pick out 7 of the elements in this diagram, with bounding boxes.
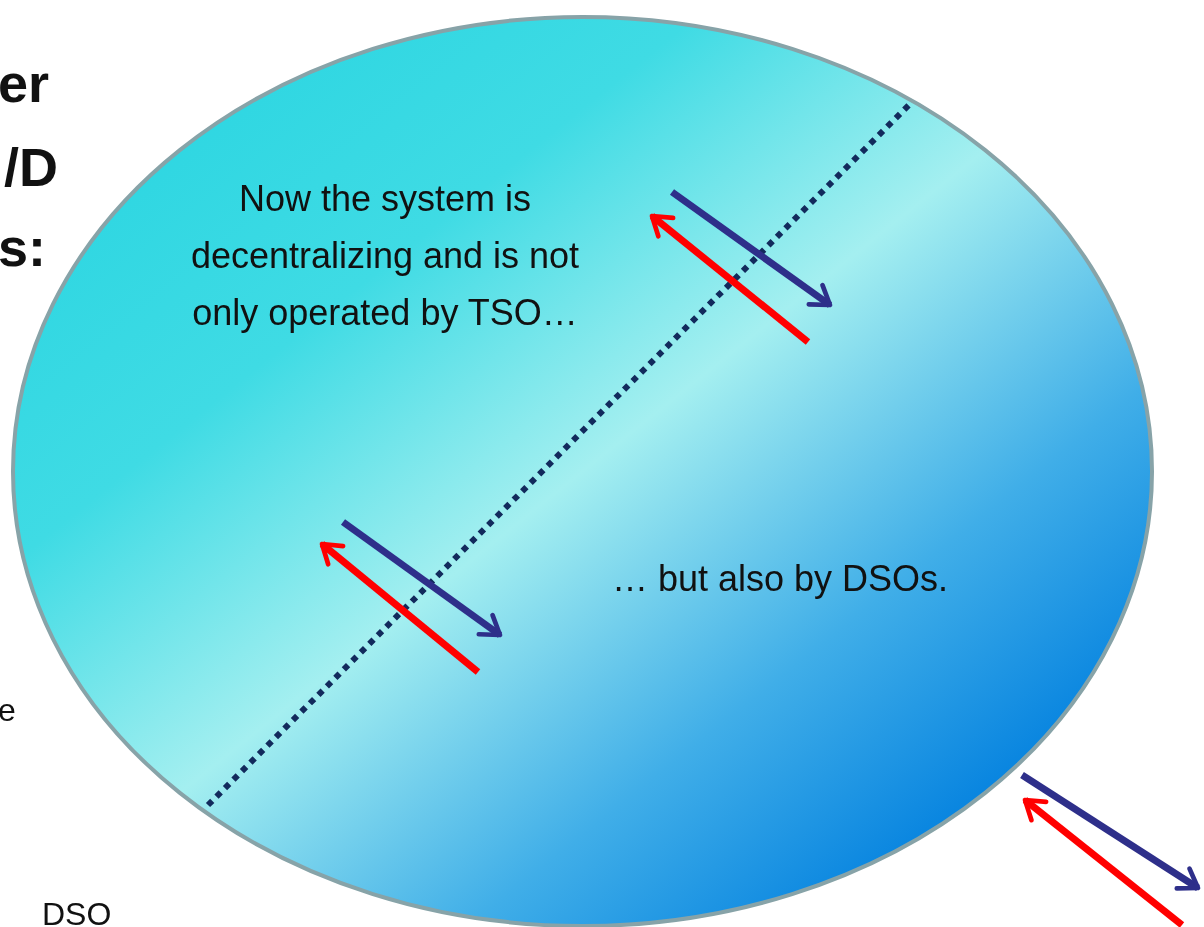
heading-text: er	[0, 52, 50, 114]
heading-text: /D	[4, 136, 58, 198]
body-text: DSO	[42, 896, 112, 927]
node-text: Now the system is decentralizing and is not only operated by TSO…	[190, 177, 580, 335]
heading-text: s:	[0, 216, 46, 278]
body-text: e	[0, 692, 16, 729]
node-text: … but also by DSOs.	[610, 557, 950, 601]
